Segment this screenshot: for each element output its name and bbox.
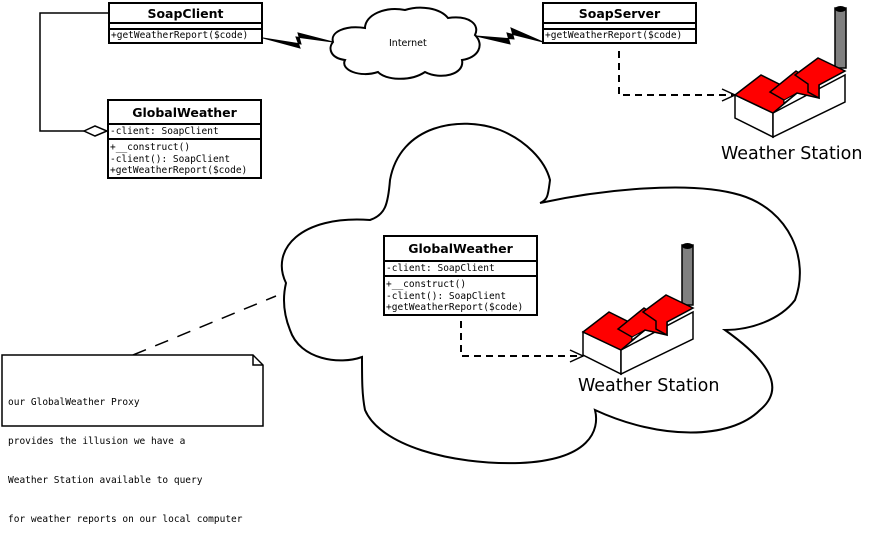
class-title: SoapServer [544,4,695,24]
class-operation: +getWeatherReport($code) [110,165,248,176]
class-globalweather-remote: GlobalWeather -client: SoapClient +__con… [107,99,262,179]
class-operations: +__construct() -client(): SoapClient +ge… [109,140,260,177]
class-globalweather-local: GlobalWeather -client: SoapClient +__con… [383,235,538,316]
factory-icon [733,6,847,139]
class-attributes [110,24,261,30]
note-connector [132,295,277,356]
lightning-bolt-icon [262,32,334,49]
class-attributes: -client: SoapClient [109,125,260,140]
chimney [834,7,847,69]
note-line: Weather Station available to query [8,475,203,486]
class-title: GlobalWeather [109,101,260,125]
note-line: for weather reports on our local compute… [8,514,243,525]
internet-cloud [329,6,481,80]
diagram-canvas [1,6,847,465]
class-attribute: -client: SoapClient [110,126,219,137]
lightning-bolt-icon [475,27,544,45]
note-text: our GlobalWeather Proxy provides the ill… [8,370,243,539]
class-operation: -client(): SoapClient [110,153,231,165]
class-attributes: -client: SoapClient [385,262,536,277]
note-box [1,354,264,427]
note-line: provides the illusion we have a [8,436,186,447]
note-line: our GlobalWeather Proxy [8,397,140,408]
dependency-arrow [618,51,735,96]
class-operation: +__construct() [110,142,191,153]
class-attributes [544,24,695,30]
class-operations: +getWeatherReport($code) [544,30,695,42]
class-operations: +getWeatherReport($code) [110,30,261,42]
class-operation: +__construct() [386,279,467,290]
class-operation: -client(): SoapClient [386,290,507,302]
internet-label: Internet [389,38,427,49]
weather-station-remote-label: Weather Station [721,144,863,164]
weather-station-local-label: Weather Station [578,376,720,396]
local-computer-cloud [280,122,801,465]
class-soapclient: SoapClient +getWeatherReport($code) [108,2,263,44]
arrowhead-icon [569,349,585,363]
class-operation: +getWeatherReport($code) [111,30,249,41]
class-operation: +getWeatherReport($code) [386,302,524,313]
aggregation-diamond-icon [82,125,109,137]
chimney [681,244,694,306]
class-operation: +getWeatherReport($code) [545,30,683,41]
aggregation-connector [39,12,109,132]
class-title: GlobalWeather [385,237,536,262]
note-fold-icon [252,355,263,366]
class-soapserver: SoapServer +getWeatherReport($code) [542,2,697,44]
class-operations: +__construct() -client(): SoapClient +ge… [385,277,536,314]
factory-icon [581,243,695,376]
class-attribute: -client: SoapClient [386,263,495,274]
class-title: SoapClient [110,4,261,24]
